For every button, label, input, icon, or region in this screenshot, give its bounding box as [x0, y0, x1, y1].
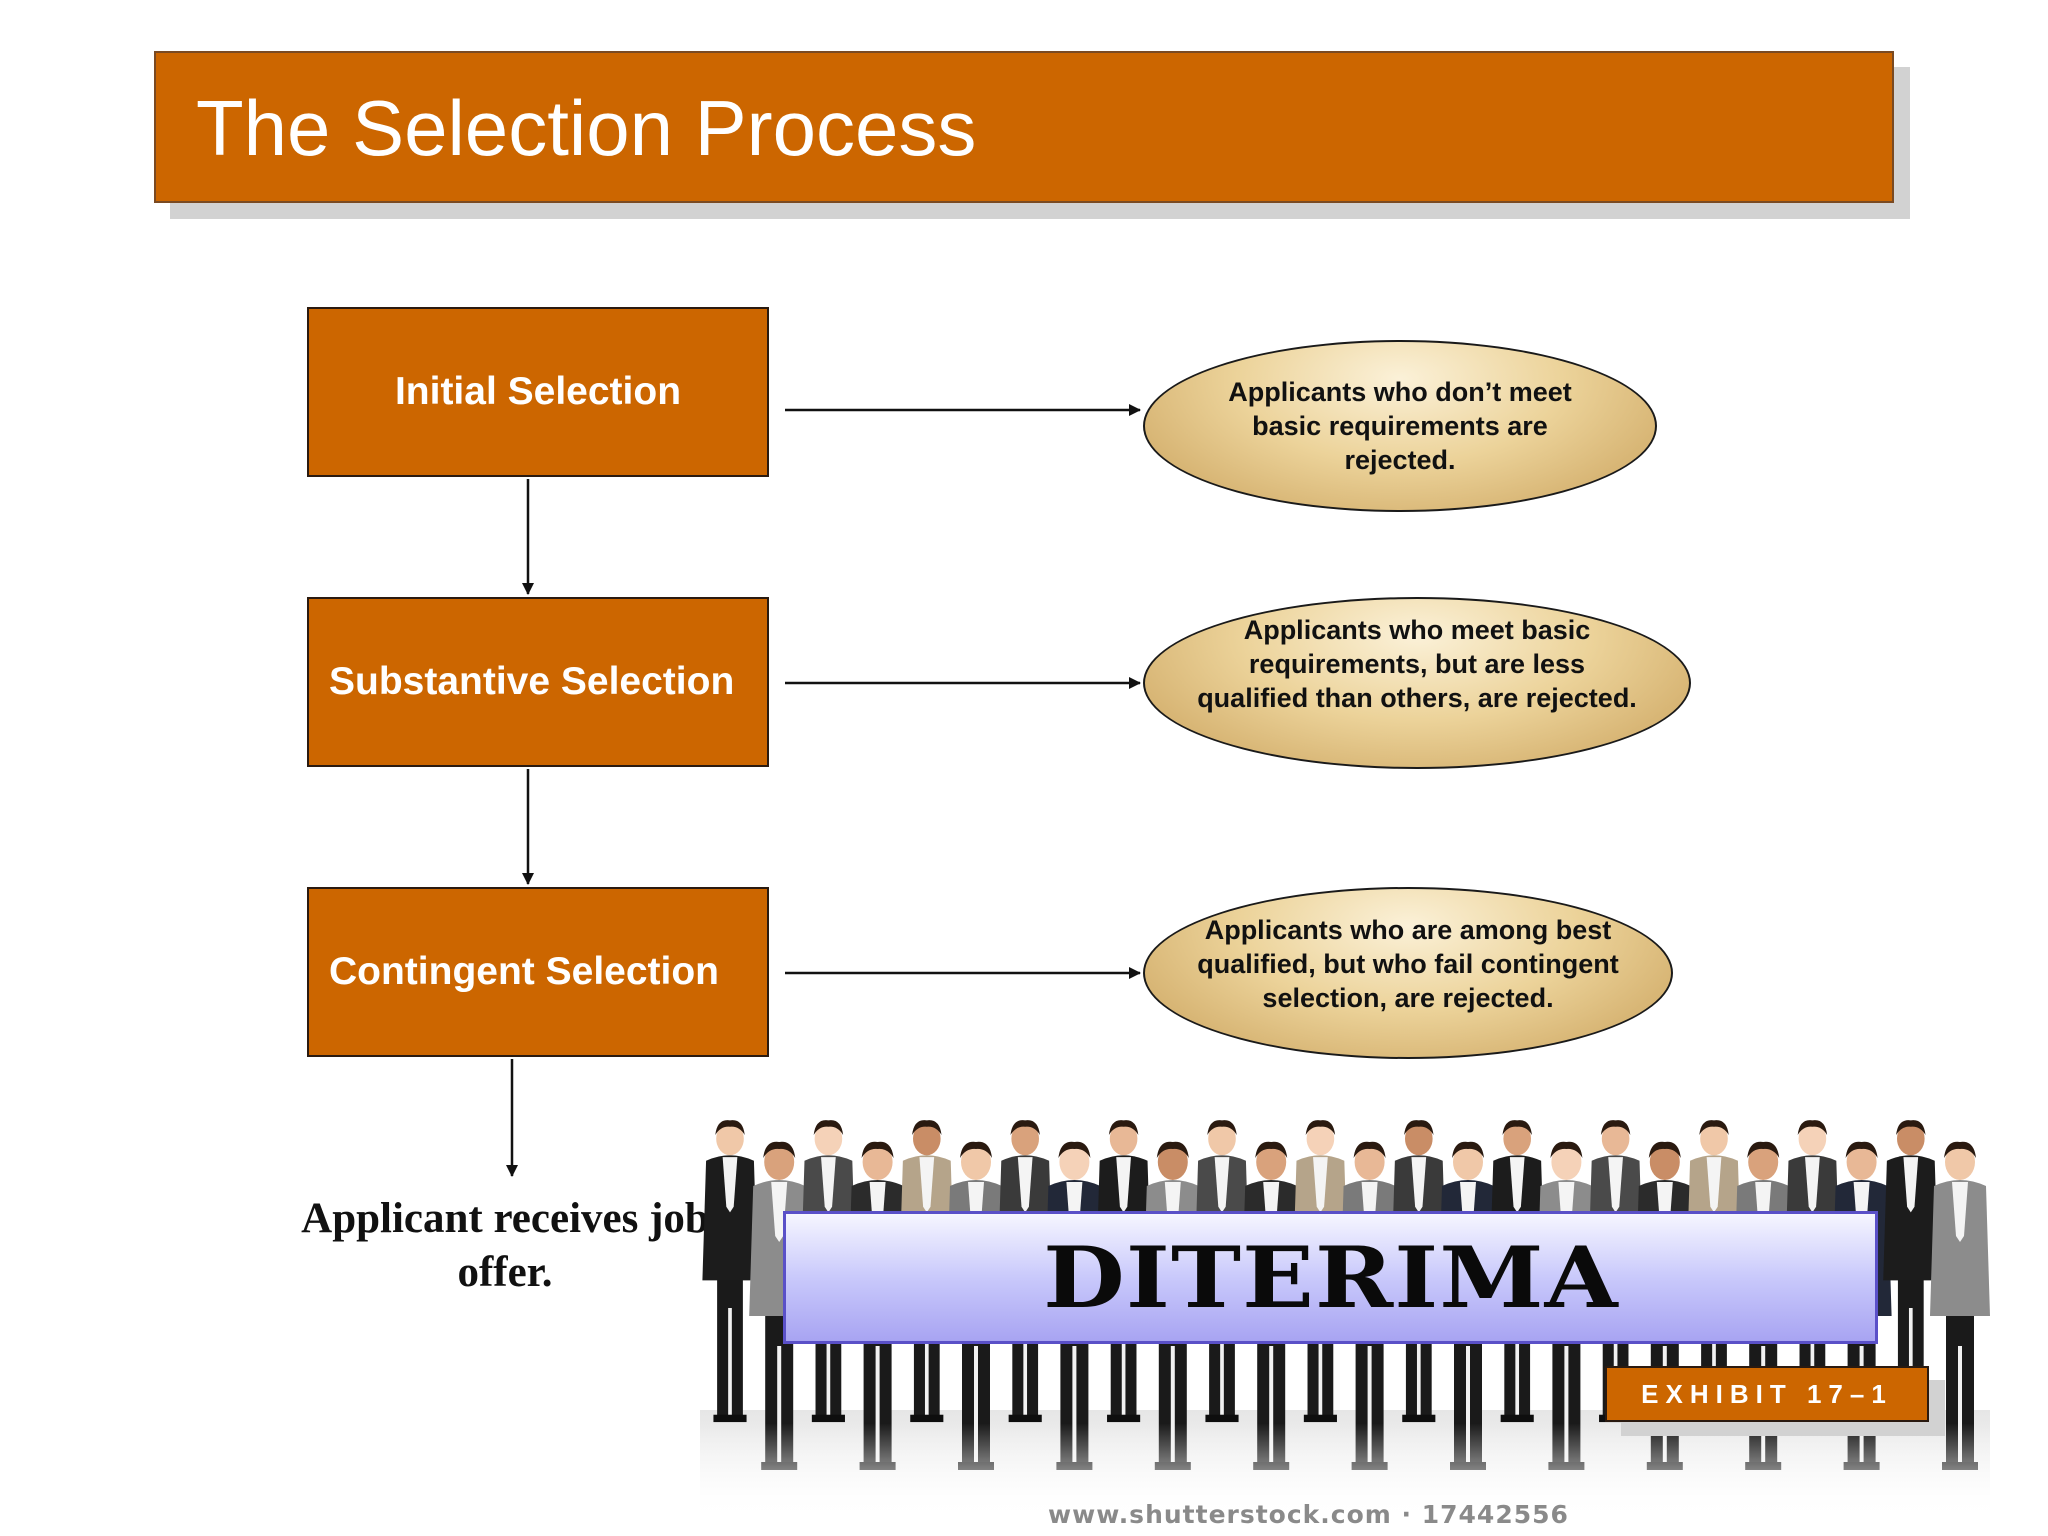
outcome-contingent-rejected: Applicants who are among best qualified,…	[1143, 887, 1673, 1059]
watermark-text: www.shutterstock.com · 17442556	[1048, 1500, 1569, 1529]
outcome-text: Applicants who meet basic requirements, …	[1197, 615, 1637, 713]
outcome-text: Applicants who are among best qualified,…	[1197, 915, 1619, 1013]
final-outcome-text: Applicant receives job offer.	[301, 1195, 709, 1296]
outcome-substantive-rejected: Applicants who meet basic requirements, …	[1143, 597, 1691, 769]
step-label: Contingent Selection	[329, 950, 719, 993]
stamp-text: DITERIMA	[1042, 1228, 1619, 1327]
step-substantive-selection: Substantive Selection	[307, 597, 769, 767]
step-initial-selection: Initial Selection	[307, 307, 769, 477]
step-contingent-selection: Contingent Selection	[307, 887, 769, 1057]
outcome-text: Applicants who don’t meet basic requirem…	[1228, 377, 1572, 475]
outcome-initial-rejected: Applicants who don’t meet basic requirem…	[1143, 340, 1657, 512]
title-bar: The Selection Process	[154, 51, 1894, 203]
slide-title: The Selection Process	[196, 84, 977, 172]
exhibit-label-box: EXHIBIT 17–1	[1605, 1366, 1929, 1422]
exhibit-text: EXHIBIT 17–1	[1641, 1378, 1893, 1409]
step-label: Initial Selection	[394, 370, 682, 413]
step-label: Substantive Selection	[329, 660, 735, 703]
accepted-stamp-box: DITERIMA	[783, 1211, 1878, 1344]
